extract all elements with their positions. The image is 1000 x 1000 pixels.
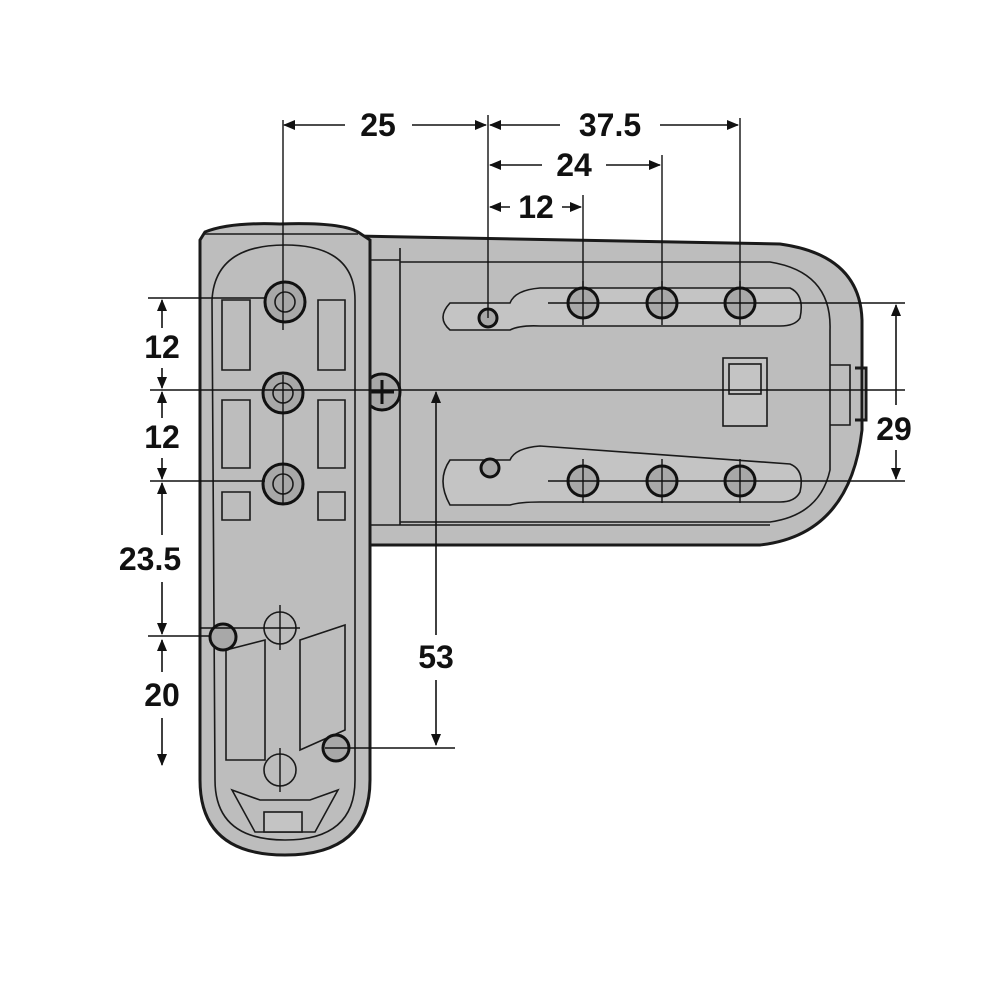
dim-12-top: 12 [518, 189, 554, 225]
lower-slot [442, 445, 803, 506]
dim-25: 25 [360, 107, 396, 143]
leaf-part [198, 120, 372, 857]
dim-23-5: 23.5 [119, 541, 181, 577]
dim-24: 24 [556, 147, 592, 183]
dim-37-5: 37.5 [579, 107, 641, 143]
small-screw-1 [208, 622, 238, 652]
dim-12-left-a: 12 [144, 329, 180, 365]
dim-12-left-b: 12 [144, 419, 180, 455]
leaf-hole-1 [263, 280, 307, 324]
upper-slot [442, 287, 803, 331]
bottom-rect [263, 811, 303, 833]
lower-small-hole [479, 457, 501, 479]
dim-53: 53 [418, 639, 454, 675]
dim-20: 20 [144, 677, 180, 713]
dim-29: 29 [876, 411, 912, 447]
latch-rect [722, 357, 768, 427]
dimension-lines [148, 115, 905, 766]
